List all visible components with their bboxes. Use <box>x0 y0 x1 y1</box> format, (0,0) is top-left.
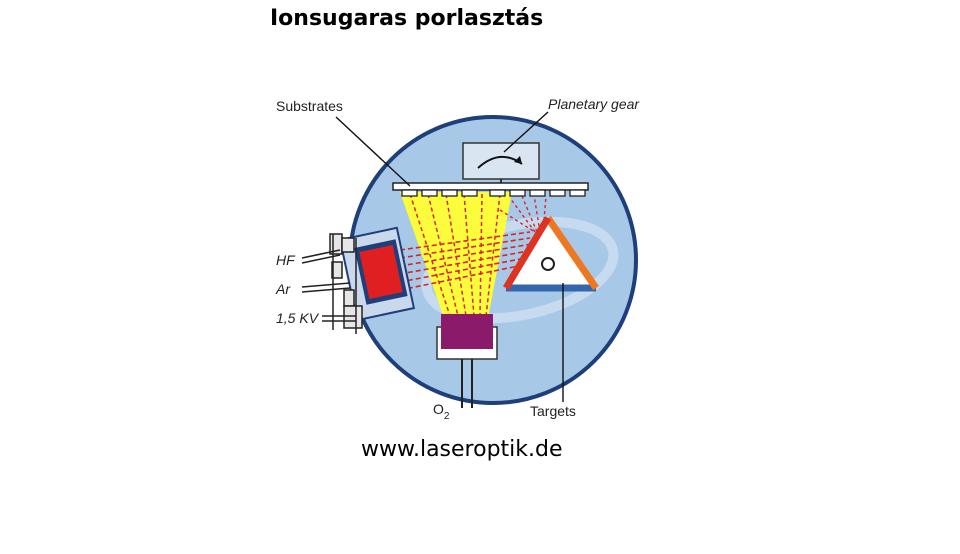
ion-beam <box>399 231 539 291</box>
oxygen-source <box>441 314 493 349</box>
label-targets: Targets <box>530 403 576 419</box>
target-axis <box>541 257 555 271</box>
label-ar: Ar <box>275 281 291 297</box>
label-substrates: Substrates <box>276 98 343 114</box>
page-title: Ionsugaras porlasztás <box>270 6 544 31</box>
label-oxygen: O2 <box>433 401 450 422</box>
leader-lines <box>335 111 564 402</box>
substrates <box>401 189 586 197</box>
planetary-gear-box <box>462 142 540 180</box>
ion-source <box>301 226 416 334</box>
label-voltage: 1,5 KV <box>276 310 320 326</box>
chamber-swirl <box>421 216 619 324</box>
beam-dashes <box>409 193 501 317</box>
substrate-holder <box>392 182 589 191</box>
source-url: www.laseroptik.de <box>361 437 563 462</box>
target-assembly <box>502 216 599 292</box>
sputter-plume <box>499 194 547 235</box>
deposition-beam <box>400 192 512 318</box>
label-planetary-gear: Planetary gear <box>548 96 640 112</box>
label-hf: HF <box>276 252 296 268</box>
